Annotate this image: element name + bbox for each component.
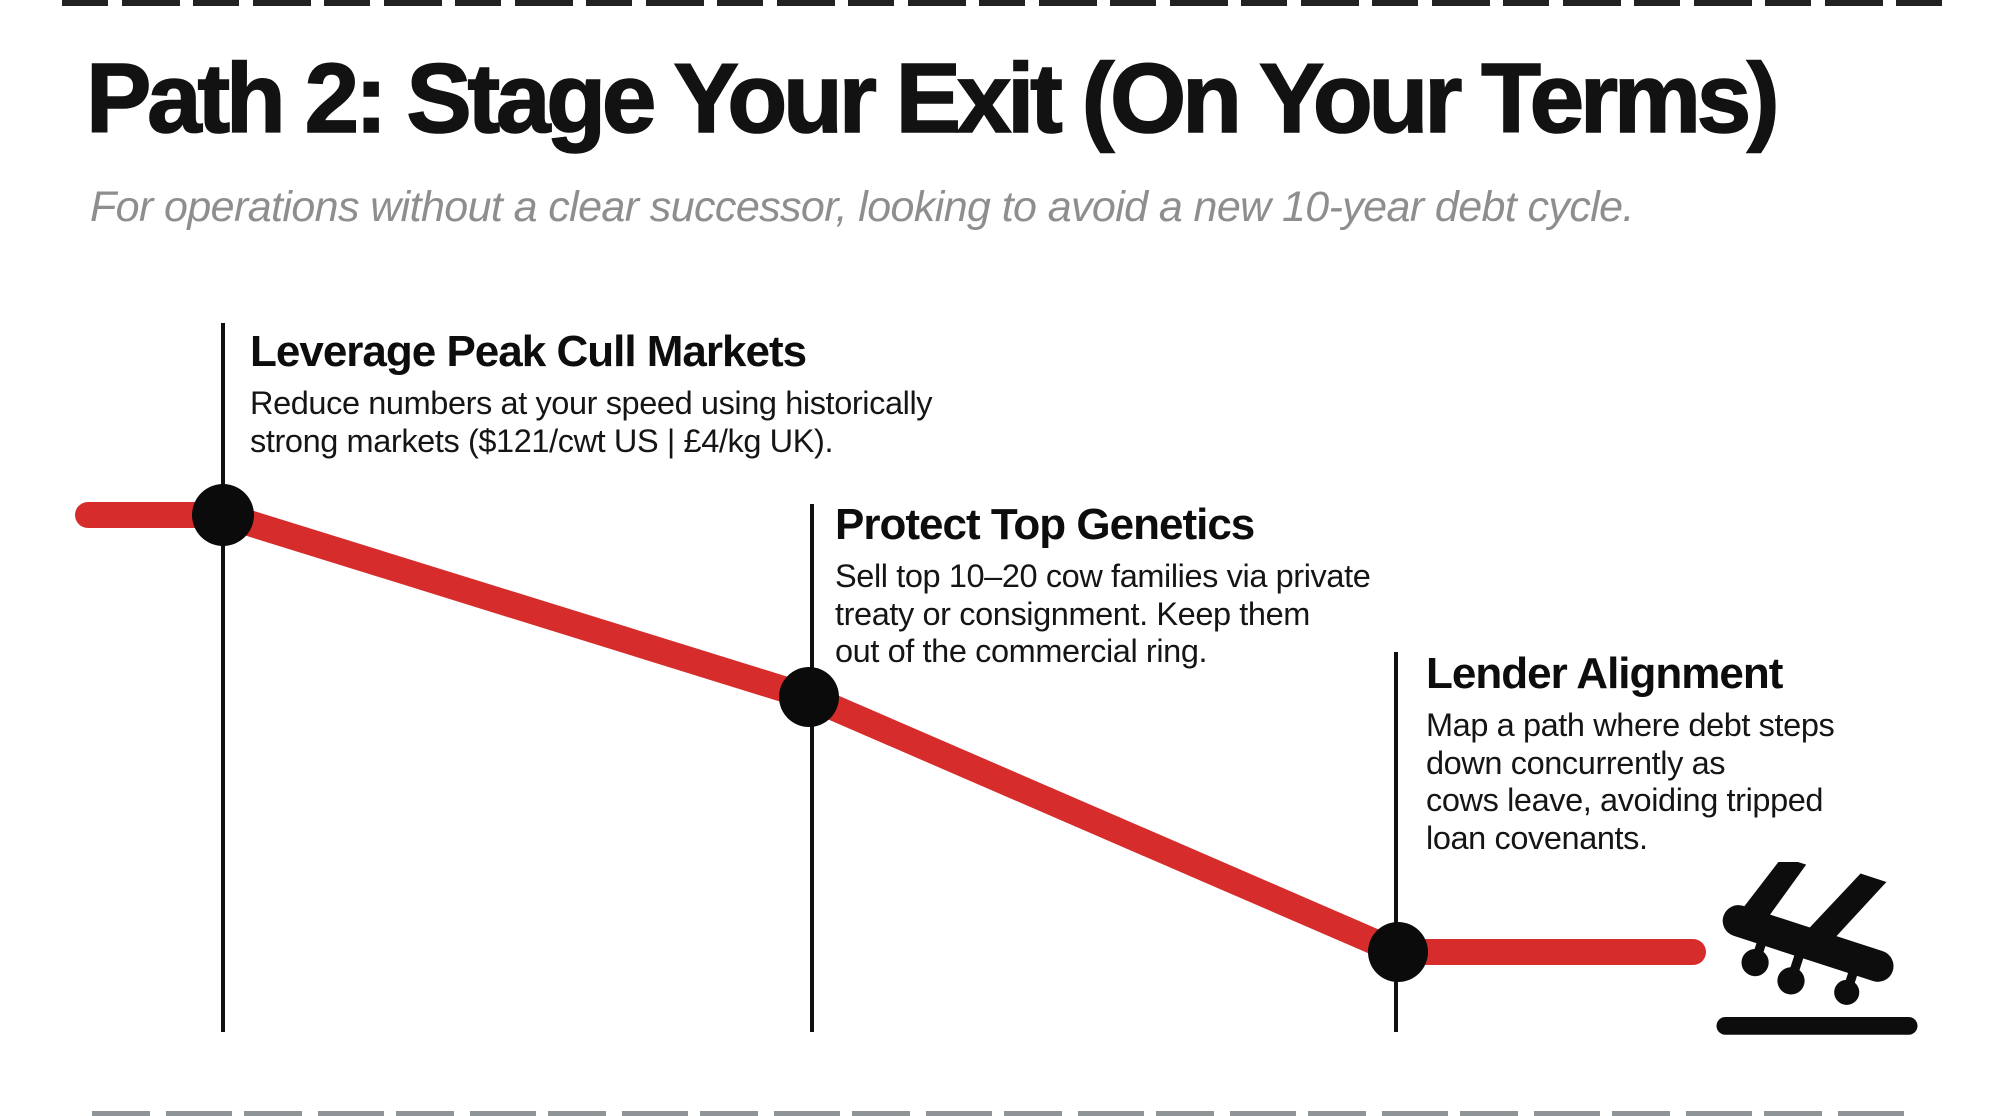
milestone-1-title: Leverage Peak Cull Markets	[250, 327, 807, 376]
milestone-2-body: Sell top 10–20 cow families via private …	[835, 558, 1371, 669]
page-subtitle: For operations without a clear successor…	[90, 183, 1634, 231]
page-title: Path 2: Stage Your Exit (On Your Terms)	[85, 42, 1780, 153]
milestone-2-title: Protect Top Genetics	[835, 500, 1255, 549]
runway-line	[1716, 1016, 1918, 1035]
plane-landing-icon	[1716, 862, 1918, 1035]
milestone-1: Leverage Peak Cull Markets Reduce number…	[250, 330, 1010, 460]
milestone-3: Lender Alignment Map a path where debt s…	[1426, 652, 1966, 857]
milestone-3-title: Lender Alignment	[1426, 649, 1783, 698]
milestone-3-body: Map a path where debt steps down concurr…	[1426, 707, 1835, 856]
milestone-node-2	[779, 667, 839, 727]
milestone-1-body: Reduce numbers at your speed using histo…	[250, 385, 933, 459]
milestone-2: Protect Top Genetics Sell top 10–20 cow …	[835, 503, 1435, 671]
milestone-node-1	[192, 484, 254, 546]
milestone-node-3	[1368, 922, 1428, 982]
